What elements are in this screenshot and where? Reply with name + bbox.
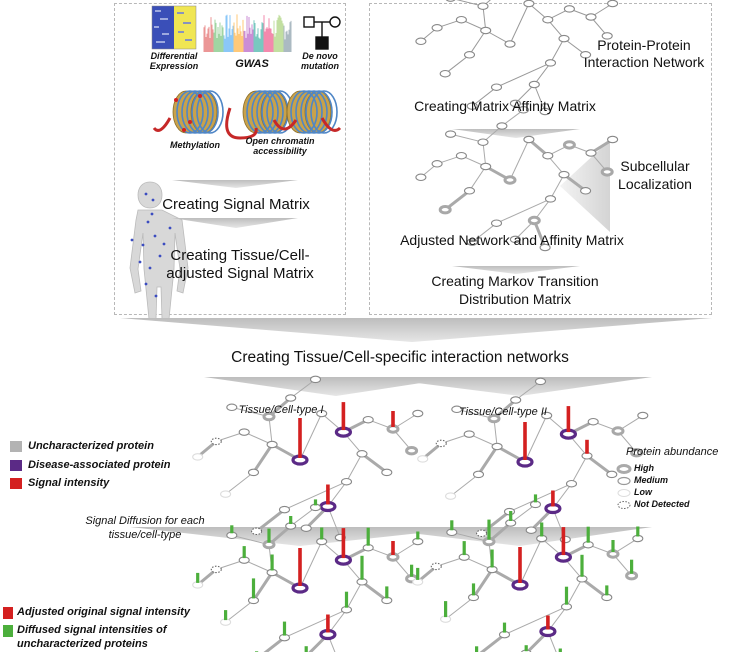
legend-swatch-adjusted [3, 607, 13, 619]
abundance-low: Low [634, 487, 652, 497]
tissue-network-1 [192, 375, 424, 542]
tissue-signal-matrix-label-2: adjusted Signal Matrix [166, 265, 314, 282]
legend-uncharacterized-label: Uncharacterized protein [28, 440, 154, 452]
legend-swatch-disease [10, 460, 22, 471]
legend-swatch-uncharacterized [10, 441, 22, 452]
tissue-networks-heading: Creating Tissue/Cell-specific interactio… [231, 349, 569, 366]
legend-disease-label: Disease-associated protein [28, 459, 171, 471]
legend-diffused-label-2: uncharacterized proteins [17, 638, 148, 650]
adjusted-network [415, 106, 619, 252]
open-chromatin-label: Open chromatin accessibility [245, 136, 315, 156]
legend-diffused-label-1: Diffused signal intensities of [17, 624, 167, 636]
adjusted-network-label: Adjusted Network and Affinity Matrix [400, 232, 624, 248]
signal-matrix-label: Creating Signal Matrix [162, 196, 310, 213]
abundance-legend-title: Protein abundance [626, 446, 719, 458]
signal-diffusion-label-2: tissue/cell-type [108, 529, 182, 541]
gwas-label: GWAS [235, 58, 269, 70]
legend-swatch-diffused [3, 625, 13, 637]
abundance-medium: Medium [634, 475, 669, 485]
legend-swatch-signal [10, 478, 22, 489]
markov-label-2: Distribution Matrix [458, 291, 572, 307]
right-network-panel [369, 3, 712, 315]
pedigree-icon [303, 16, 341, 50]
flow-arrows [120, 129, 712, 546]
ppi-label-2: Interaction Network [583, 54, 705, 70]
left-input-panel [114, 3, 346, 315]
signal-diffusion-label-1: Signal Diffusion for each [85, 515, 205, 527]
ppi-label-1: Protein-Protein [597, 37, 691, 53]
expression-heatmap-icon [151, 5, 197, 50]
abundance-not-detected: Not Detected [634, 499, 690, 509]
abundance-legend-icons [616, 464, 632, 509]
diffused-network-2 [412, 494, 644, 652]
tissue-signal-matrix-label-1: Creating Tissue/Cell- [170, 247, 310, 264]
affinity-matrix-label: Creating Matrix Affinity Matrix [414, 98, 596, 114]
subcellular-label-2: Localization [618, 176, 692, 192]
tissue-network-2 [417, 377, 649, 544]
methylation-label: Methylation [169, 140, 220, 150]
ppi-network [415, 0, 619, 116]
human-body-icon [129, 181, 189, 320]
diffused-network-1 [192, 499, 424, 652]
gwas-manhattan-icon [203, 14, 292, 52]
differential-expression-label: Differential Expression [149, 51, 199, 71]
subcellular-label-1: Subcellular [620, 158, 690, 174]
legend-signal-label: Signal intensity [28, 477, 110, 489]
de-novo-label: De novo mutation [301, 51, 339, 71]
legend-adjusted-label: Adjusted original signal intensity [17, 606, 190, 618]
abundance-high: High [634, 463, 654, 473]
tissue-type-1-label: Tissue/Cell-type I [238, 404, 324, 416]
tissue-type-2-label: Tissue/Cell-type II [459, 406, 547, 418]
nucleosome-icons [152, 90, 342, 140]
markov-label-1: Creating Markov Transition [431, 273, 599, 289]
